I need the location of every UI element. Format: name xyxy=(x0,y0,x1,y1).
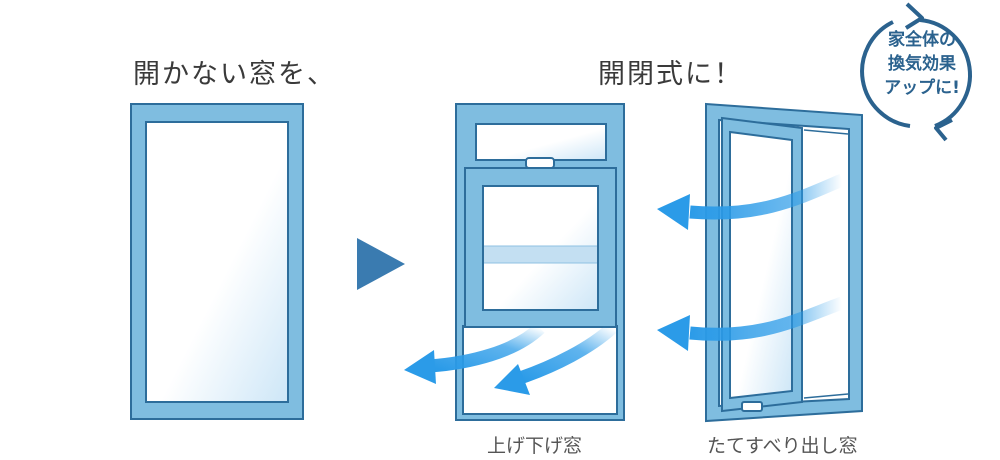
airflow-arrow-icon xyxy=(404,323,545,384)
casement-caption: たてすべり出し窓 xyxy=(707,435,858,457)
window-handle-icon xyxy=(741,401,763,412)
badge-line-3: アップに! xyxy=(884,78,960,98)
badge-line-2: 換気効果 xyxy=(888,54,956,74)
double-hung-caption: 上げ下げ窓 xyxy=(487,435,583,457)
ventilation-badge: 家全体の 換気効果 アップに! xyxy=(862,28,982,100)
play-arrow-icon xyxy=(357,238,405,290)
window-handle-icon xyxy=(525,157,555,169)
badge-line-1: 家全体の xyxy=(888,30,956,50)
casement-window xyxy=(705,102,863,423)
after-label: 開閉式に！ xyxy=(598,59,743,90)
double-hung-window xyxy=(455,103,625,421)
airflow-arrow-icon xyxy=(657,174,845,230)
airflow-arrow-icon xyxy=(494,323,617,395)
refresh-cycle-icon xyxy=(860,2,972,142)
before-label: 開かない窓を、 xyxy=(133,59,336,90)
airflow-arrow-icon xyxy=(657,296,845,351)
fixed-window xyxy=(130,103,304,420)
